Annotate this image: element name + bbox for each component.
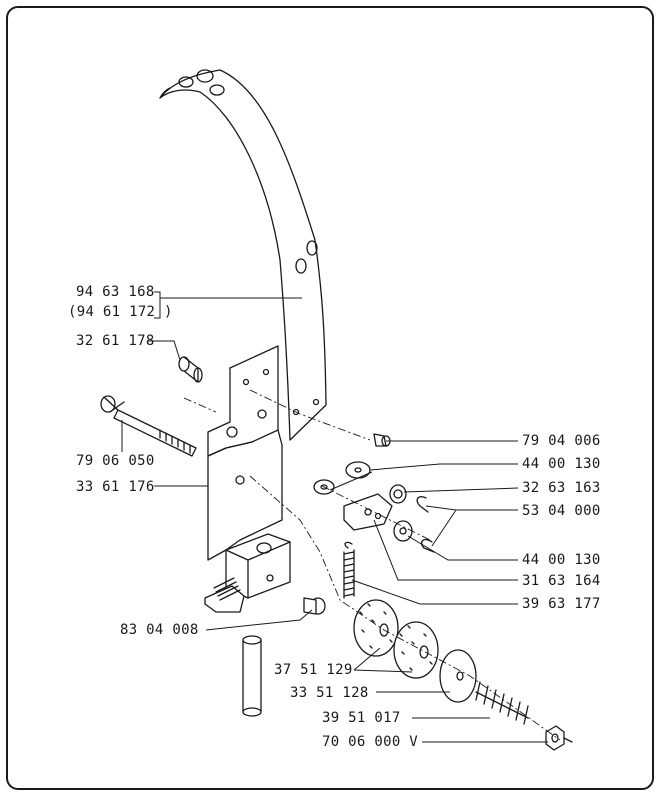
label-37-51-129: 37 51 129	[274, 662, 353, 678]
e-clip-top	[416, 496, 429, 513]
leader-lines	[121, 291, 548, 743]
label-39-63-177: 39 63 177	[522, 596, 601, 612]
label-79-06-050: 79 06 050	[76, 453, 155, 469]
label-44-00-130-top: 44 00 130	[522, 456, 601, 472]
grinding-wheel-1	[353, 599, 399, 657]
label-79-04-006: 79 04 006	[522, 433, 601, 449]
hex-bolt	[303, 597, 326, 615]
label-39-51-017: 39 51 017	[322, 710, 401, 726]
label-33-61-176: 33 61 176	[76, 479, 155, 495]
bushing	[389, 484, 407, 504]
pin	[178, 356, 203, 383]
long-bolt	[100, 395, 197, 457]
label-83-04-008: 83 04 008	[120, 622, 199, 638]
label-33-51-128: 33 51 128	[290, 685, 369, 701]
tension-spring	[343, 541, 355, 599]
label-44-00-130-bottom: 44 00 130	[522, 552, 601, 568]
label-32-63-163: 32 63 163	[522, 480, 601, 496]
drawing-frame	[6, 6, 654, 790]
lever	[343, 493, 393, 531]
clamp-block	[204, 533, 291, 613]
nut	[545, 725, 573, 751]
curved-arm	[159, 69, 327, 441]
label-32-61-178: 32 61 178	[76, 333, 155, 349]
label-94-61-172: (94 61 172 )	[68, 304, 173, 320]
small-screw	[373, 433, 391, 447]
compression-spring	[475, 681, 529, 725]
label-53-04-000: 53 04 000	[522, 503, 601, 519]
rod-sleeve	[242, 635, 262, 717]
grinding-wheel-2	[393, 621, 439, 679]
label-70-06-000-V: 70 06 000 V	[322, 734, 419, 750]
washer-top	[345, 461, 371, 479]
e-clip-bottom	[420, 538, 435, 553]
label-94-63-168: 94 63 168	[76, 284, 155, 300]
assembly-axis-lines	[183, 389, 561, 741]
washer-left	[313, 479, 335, 495]
bracket-plate	[207, 345, 283, 561]
flat-disc	[439, 649, 477, 703]
washer-lower	[393, 520, 413, 542]
label-31-63-164: 31 63 164	[522, 573, 601, 589]
